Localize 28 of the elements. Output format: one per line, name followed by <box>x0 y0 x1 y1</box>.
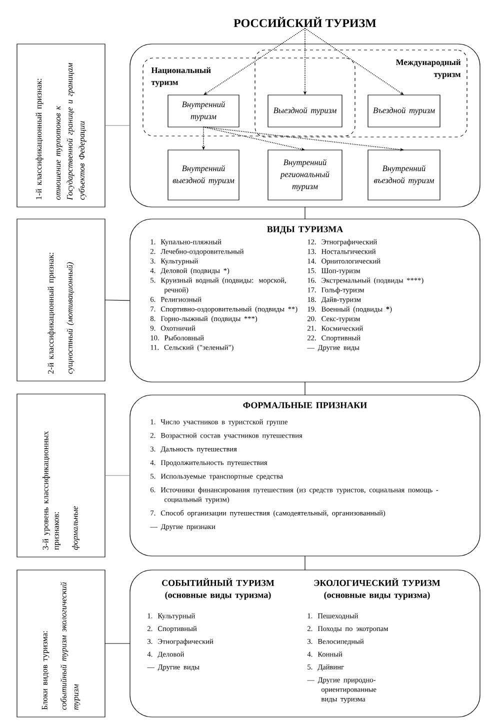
classification-box: Блоки видов туризма: событийный туризм экологический туризм <box>16 570 106 718</box>
connector-line <box>304 382 306 396</box>
arrow <box>304 28 404 95</box>
type-box: Внутренний туризм <box>168 94 240 128</box>
panel-heading: ВИДЫ ТУРИЗМА <box>267 226 344 234</box>
panel-heading: ФОРМАЛЬНЫЕ ПРИЗНАКИ <box>243 402 367 408</box>
connector-line <box>304 206 306 220</box>
arrow <box>204 28 306 95</box>
connector-line <box>104 300 130 301</box>
classification-box: 3-й уровень классификационных признаков: формальные <box>16 394 106 558</box>
classification-box: 2-й классификационный признак: сущностный (мотивационный) <box>16 218 106 382</box>
type-box: Внутренний въездной туризм <box>368 150 440 200</box>
panel-heading: СОБЫТИЙНЫЙ ТУРИЗМ (основные виды туризма) <box>162 578 274 600</box>
type-box: Въездной туризм <box>368 94 440 128</box>
rounded-panel <box>130 394 480 556</box>
type-box: Внутренний региональный туризм <box>268 150 342 200</box>
rounded-panel <box>130 218 480 382</box>
connector-line <box>304 556 306 570</box>
classification-box: 1-й классификационный признак: отношение турпотоков к Государственной границе и границам субъектов Федерации <box>16 44 106 208</box>
type-box: Внутренний выездной туризм <box>168 150 240 200</box>
rounded-panel <box>130 44 480 208</box>
panel-heading: ЭКОЛОГИЧЕСКИЙ ТУРИЗМ (основные виды туризма) <box>314 578 440 600</box>
connector-line <box>104 475 130 476</box>
rounded-panel <box>130 570 480 718</box>
connector-line <box>104 125 130 126</box>
type-box: Выездной туризм <box>268 94 342 128</box>
connector-line <box>104 643 130 644</box>
diagram-title: РОССИЙСКИЙ ТУРИЗМ <box>234 16 376 28</box>
